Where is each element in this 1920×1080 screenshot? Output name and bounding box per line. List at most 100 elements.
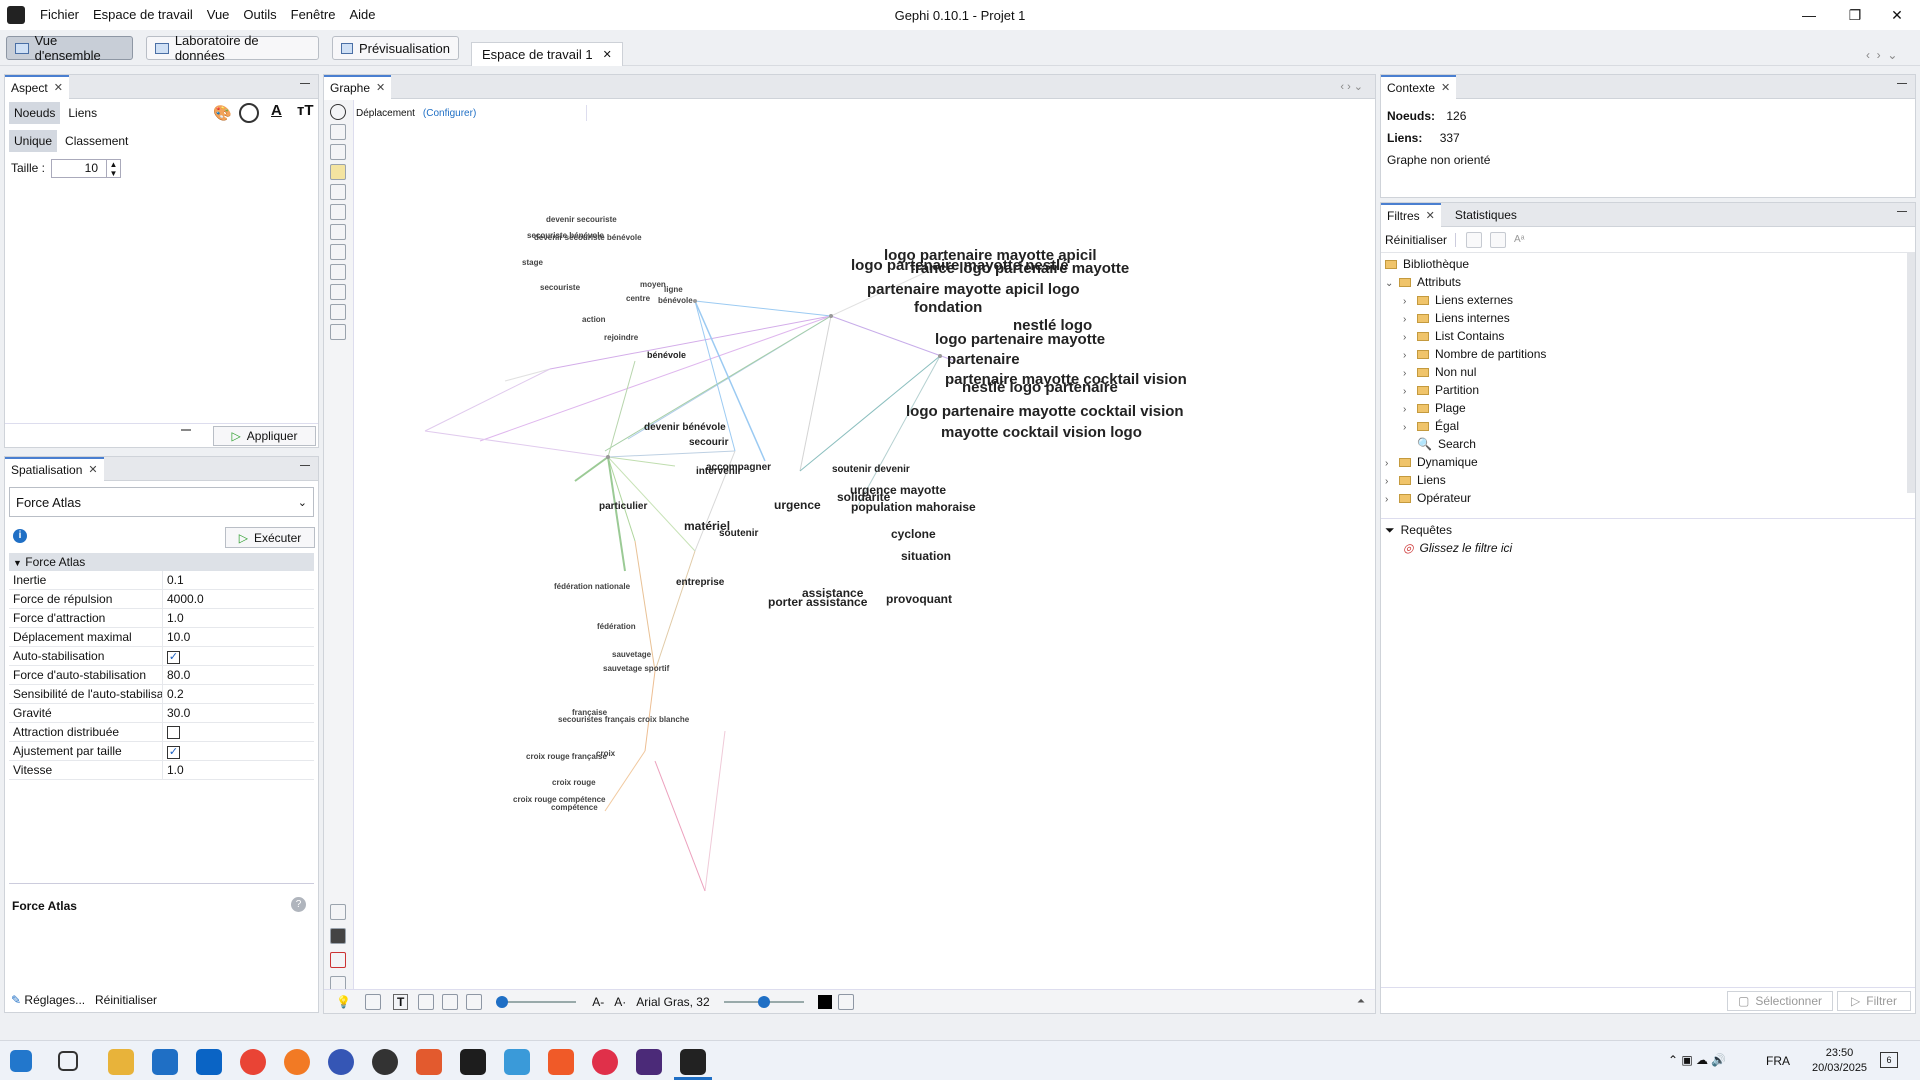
save-filter-icon[interactable] [1466, 231, 1483, 248]
minimize-button[interactable]: — [1802, 7, 1816, 23]
tab-ranking[interactable]: Classement [65, 134, 129, 148]
lightbulb-icon[interactable]: 💡 [336, 994, 351, 1009]
info-icon[interactable]: i [13, 529, 27, 543]
filter-item[interactable]: ›Plage [1385, 399, 1911, 417]
tray-icons[interactable]: ⌃ ▣ ☁ 🔊 [1668, 1053, 1727, 1067]
graph-node-label[interactable]: française [572, 708, 608, 717]
store-icon[interactable] [152, 1049, 178, 1075]
screenshot-icon[interactable] [364, 993, 381, 1010]
graph-node-label[interactable]: bénévole [658, 296, 693, 305]
apply-button[interactable]: ▷Appliquer [213, 426, 316, 446]
graph-node-label[interactable]: bénévole [647, 350, 687, 360]
drag-icon[interactable] [330, 164, 346, 180]
graph-node-label[interactable]: logo partenaire mayotte [935, 331, 1106, 348]
menu-fichier[interactable]: Fichier [40, 7, 80, 22]
label-color-icon[interactable]: A [271, 102, 282, 119]
outlook-icon[interactable] [196, 1049, 222, 1075]
graph-node-label[interactable]: ligne [664, 285, 683, 294]
library-node[interactable]: Bibliothèque [1385, 255, 1911, 273]
filter-item[interactable]: ›Nombre de partitions [1385, 345, 1911, 363]
size-input[interactable]: 10 [51, 158, 108, 178]
settings-link[interactable]: ✎ Réglages... [11, 993, 86, 1007]
graph-node-label[interactable]: rejoindre [604, 333, 639, 342]
filter-group[interactable]: ›Liens [1385, 471, 1911, 489]
configure-link[interactable]: (Configurer) [422, 107, 477, 119]
tab-statistics[interactable]: Statistiques [1454, 207, 1517, 222]
reset-filters-button[interactable]: Réinitialiser [1385, 232, 1457, 247]
graph-node-label[interactable]: entreprise [676, 577, 725, 588]
graph-node-label[interactable]: partenaire [947, 351, 1020, 368]
menu-aide[interactable]: Aide [349, 7, 376, 22]
app-icon[interactable] [328, 1049, 354, 1075]
font-size-up-icon[interactable]: A· [614, 994, 627, 1009]
background-color-icon[interactable] [330, 928, 346, 944]
tab-aspect[interactable]: Aspect✕ [5, 74, 69, 99]
filter-group[interactable]: ›Opérateur [1385, 489, 1911, 507]
tab-edges[interactable]: Liens [68, 106, 98, 120]
minimize-icon[interactable] [300, 83, 310, 84]
close-icon[interactable]: ✕ [53, 82, 63, 94]
graph-node-label[interactable]: porter assistance [768, 595, 868, 609]
graph-node-label[interactable]: logo partenaire mayotte nestlé [851, 257, 1069, 274]
zoom-fit-icon[interactable] [330, 904, 346, 920]
scrollbar[interactable] [1907, 253, 1915, 493]
minimize-icon[interactable] [1897, 83, 1907, 84]
graph-node-label[interactable]: secourir [689, 437, 729, 448]
restore-button[interactable]: ❐ [1848, 6, 1862, 23]
property-section[interactable]: ▼ Force Atlas [9, 553, 314, 571]
preview-button[interactable]: Prévisualisation [332, 36, 459, 60]
edge-pencil-icon[interactable] [330, 324, 346, 340]
graph-node-label[interactable]: provoquant [886, 592, 952, 606]
task-view-icon[interactable] [58, 1051, 78, 1071]
shortest-path-icon[interactable] [330, 264, 346, 280]
graph-node-label[interactable]: partenaire mayotte apicil logo [867, 281, 1080, 298]
graph-node-label[interactable]: sauvetage [612, 650, 652, 659]
minimize-icon[interactable] [1897, 211, 1907, 212]
graph-node-label[interactable]: action [582, 315, 606, 324]
graph-node-label[interactable]: moyen [640, 280, 666, 289]
property-row[interactable]: Ajustement par taille✓ [9, 742, 314, 761]
filter-item[interactable]: ›Égal [1385, 417, 1911, 435]
graph-canvas[interactable] [355, 131, 1375, 991]
label-size-slider[interactable] [723, 995, 804, 1008]
size-icon[interactable] [239, 103, 259, 123]
size-spinner[interactable]: ▲▼ [107, 158, 122, 178]
data-lab-button[interactable]: Laboratoire de données [146, 33, 319, 63]
file-explorer-icon[interactable] [108, 1049, 134, 1075]
export-filter-icon[interactable] [1490, 231, 1507, 248]
graph-node-label[interactable]: cyclone [891, 527, 936, 541]
graph-node-label[interactable]: devenir bénévole [644, 422, 726, 433]
palette-icon[interactable]: 🎨 [213, 105, 232, 122]
graph-node-label[interactable]: croix rouge [552, 778, 596, 787]
painter-icon[interactable] [330, 184, 346, 200]
reset-link[interactable]: Réinitialiser [95, 993, 158, 1007]
panel-nav-icons[interactable]: ‹ › ⌄ [1340, 81, 1363, 93]
graph-node-label[interactable]: urgence [774, 498, 821, 512]
algorithm-select[interactable]: Force Atlas⌄ [9, 487, 314, 517]
filter-button[interactable]: ▷Filtrer [1837, 991, 1911, 1011]
help-icon[interactable]: ? [291, 897, 306, 912]
tab-filters[interactable]: Filtres✕ [1381, 202, 1441, 227]
tab-graph[interactable]: Graphe✕ [324, 74, 392, 99]
expand-toolbar-icon[interactable]: ⏶ [1357, 996, 1365, 1007]
close-icon[interactable]: ✕ [1425, 210, 1435, 222]
graph-node-label[interactable]: fondation [914, 299, 983, 316]
filter-item[interactable]: ›List Contains [1385, 327, 1911, 345]
property-row[interactable]: Auto-stabilisation✓ [9, 647, 314, 666]
graph-node-label[interactable]: compétence [551, 803, 598, 812]
graph-node-label[interactable]: nestlé logo partenaire [962, 379, 1118, 396]
graph-node-label[interactable]: particulier [599, 501, 648, 512]
close-icon[interactable]: ✕ [376, 82, 386, 94]
edge-color-icon[interactable] [442, 993, 459, 1010]
graph-node-label[interactable]: secouriste [540, 283, 581, 292]
attributes-node[interactable]: ⌄Attributs [1385, 273, 1911, 291]
graph-node-label[interactable]: logo partenaire mayotte cocktail vision [906, 403, 1184, 420]
filter-item[interactable]: ›Non nul [1385, 363, 1911, 381]
menu-outils[interactable]: Outils [243, 7, 277, 22]
opera-icon[interactable] [592, 1049, 618, 1075]
tab-layout[interactable]: Spatialisation✕ [5, 456, 104, 481]
